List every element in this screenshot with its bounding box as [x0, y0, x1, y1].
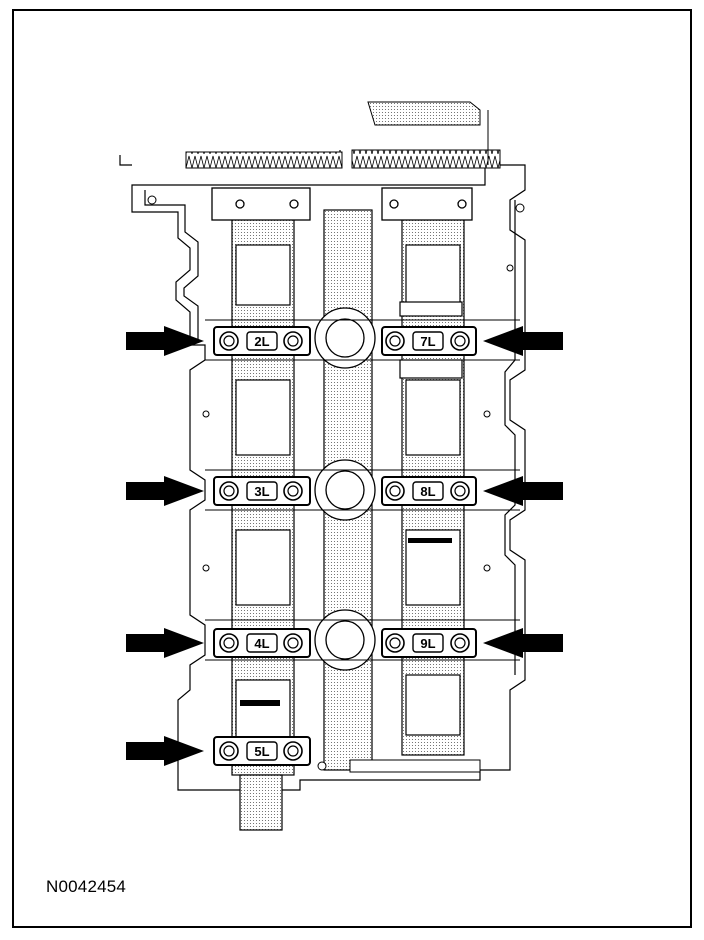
cam-journal [399, 359, 463, 379]
lobe-mark [408, 538, 452, 543]
arrow-to-7L [483, 326, 563, 356]
arrow-to-5L [126, 736, 204, 766]
bearing-cap-3L: 3L [213, 476, 311, 506]
right-cam-sprocket [351, 149, 501, 169]
cap-label: 2L [254, 334, 269, 349]
cap-label: 4L [254, 636, 269, 651]
bearing-cap-9L: 9L [381, 628, 477, 658]
cap-label: 8L [420, 484, 435, 499]
arrow-to-4L [126, 628, 204, 658]
cam-journal [399, 301, 463, 317]
arrow-to-2L [126, 326, 204, 356]
arrow-to-9L [483, 628, 563, 658]
left-cam-sprocket [185, 151, 343, 169]
cap-label: 3L [254, 484, 269, 499]
bearing-cap-8L: 8L [381, 476, 477, 506]
rear-bracket [349, 759, 481, 773]
cap-label: 9L [420, 636, 435, 651]
bearing-cap-5L: 5L [213, 736, 311, 766]
bearing-cap-4L: 4L [213, 628, 311, 658]
cam-lobes [235, 244, 461, 741]
front-bearing-caps [211, 187, 473, 221]
arrow-to-3L [126, 476, 204, 506]
bearing-cap-2L: 2L [213, 326, 311, 356]
cross-webs [205, 319, 520, 661]
spark-plug-bores [314, 307, 376, 671]
head-bolt-holes [147, 195, 525, 771]
camshaft-rear-end [239, 774, 283, 831]
cap-label: 5L [254, 744, 269, 759]
phaser-detail [367, 101, 481, 126]
figure-reference-code: N0042454 [46, 877, 127, 896]
arrow-to-8L [483, 476, 563, 506]
bearing-cap-7L: 7L [381, 326, 477, 356]
cap-label: 7L [420, 334, 435, 349]
lobe-mark [240, 700, 280, 706]
